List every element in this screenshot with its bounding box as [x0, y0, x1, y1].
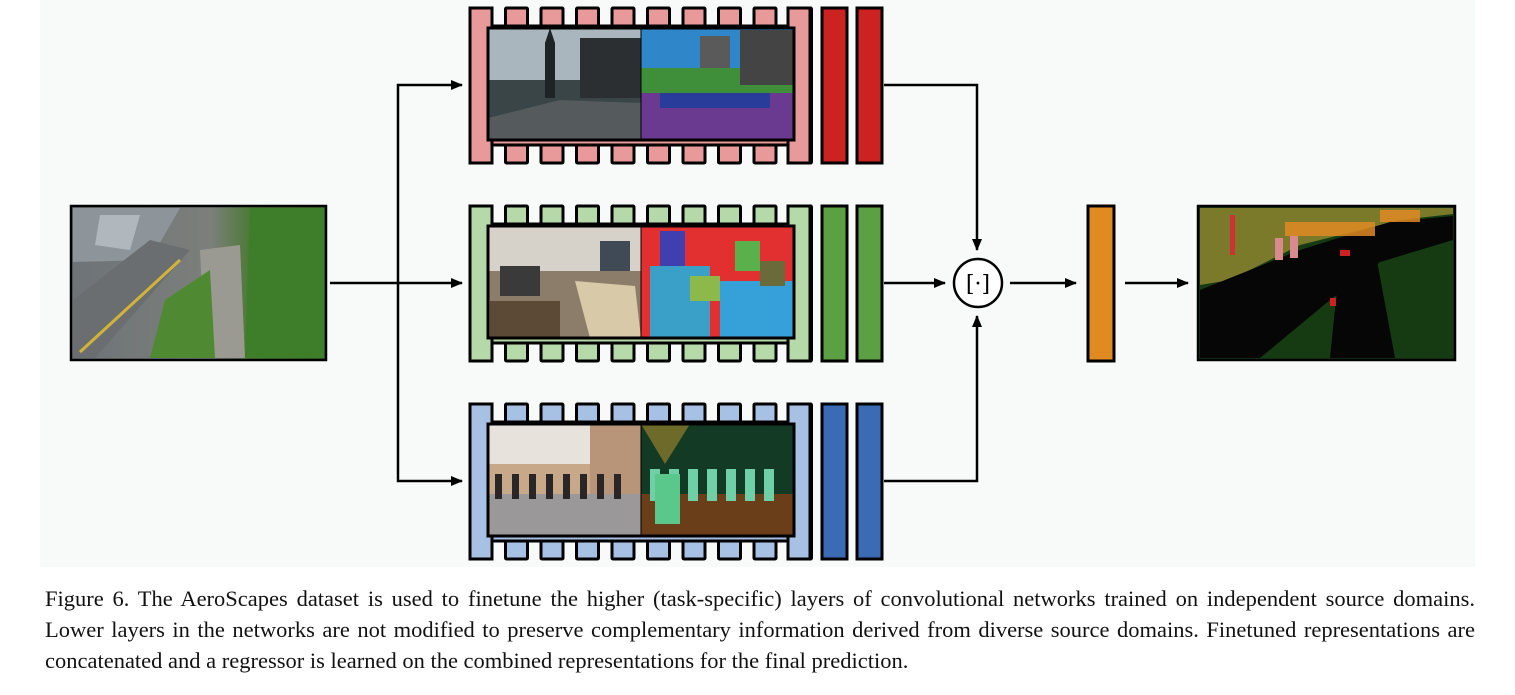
figure-caption: Figure 6. The AeroScapes dataset is used… [45, 586, 1475, 673]
branch-sample-image [486, 224, 796, 340]
concat-arrows [884, 83, 1189, 483]
finetuned-layer [820, 6, 849, 165]
network-diagram: [·] [69, 6, 1457, 561]
finetuned-layer [820, 204, 849, 363]
finetuned-layer [855, 204, 884, 363]
output-segmentation-image [1196, 204, 1457, 362]
finetuned-layer [855, 402, 884, 561]
input-aerial-image [69, 204, 328, 362]
branch-sample-image [486, 26, 796, 142]
finetuned-layer [820, 402, 849, 561]
concatenation-node: [·] [952, 257, 1004, 309]
input-arrows [330, 80, 463, 486]
svg-text:[·]: [·] [966, 272, 990, 297]
finetuned-layer [855, 6, 884, 165]
regressor-layer [1086, 204, 1116, 363]
network-branch-bottom [468, 402, 884, 561]
network-branch-top [468, 6, 884, 165]
branch-sample-image [486, 422, 796, 538]
network-branch-middle [468, 204, 884, 363]
